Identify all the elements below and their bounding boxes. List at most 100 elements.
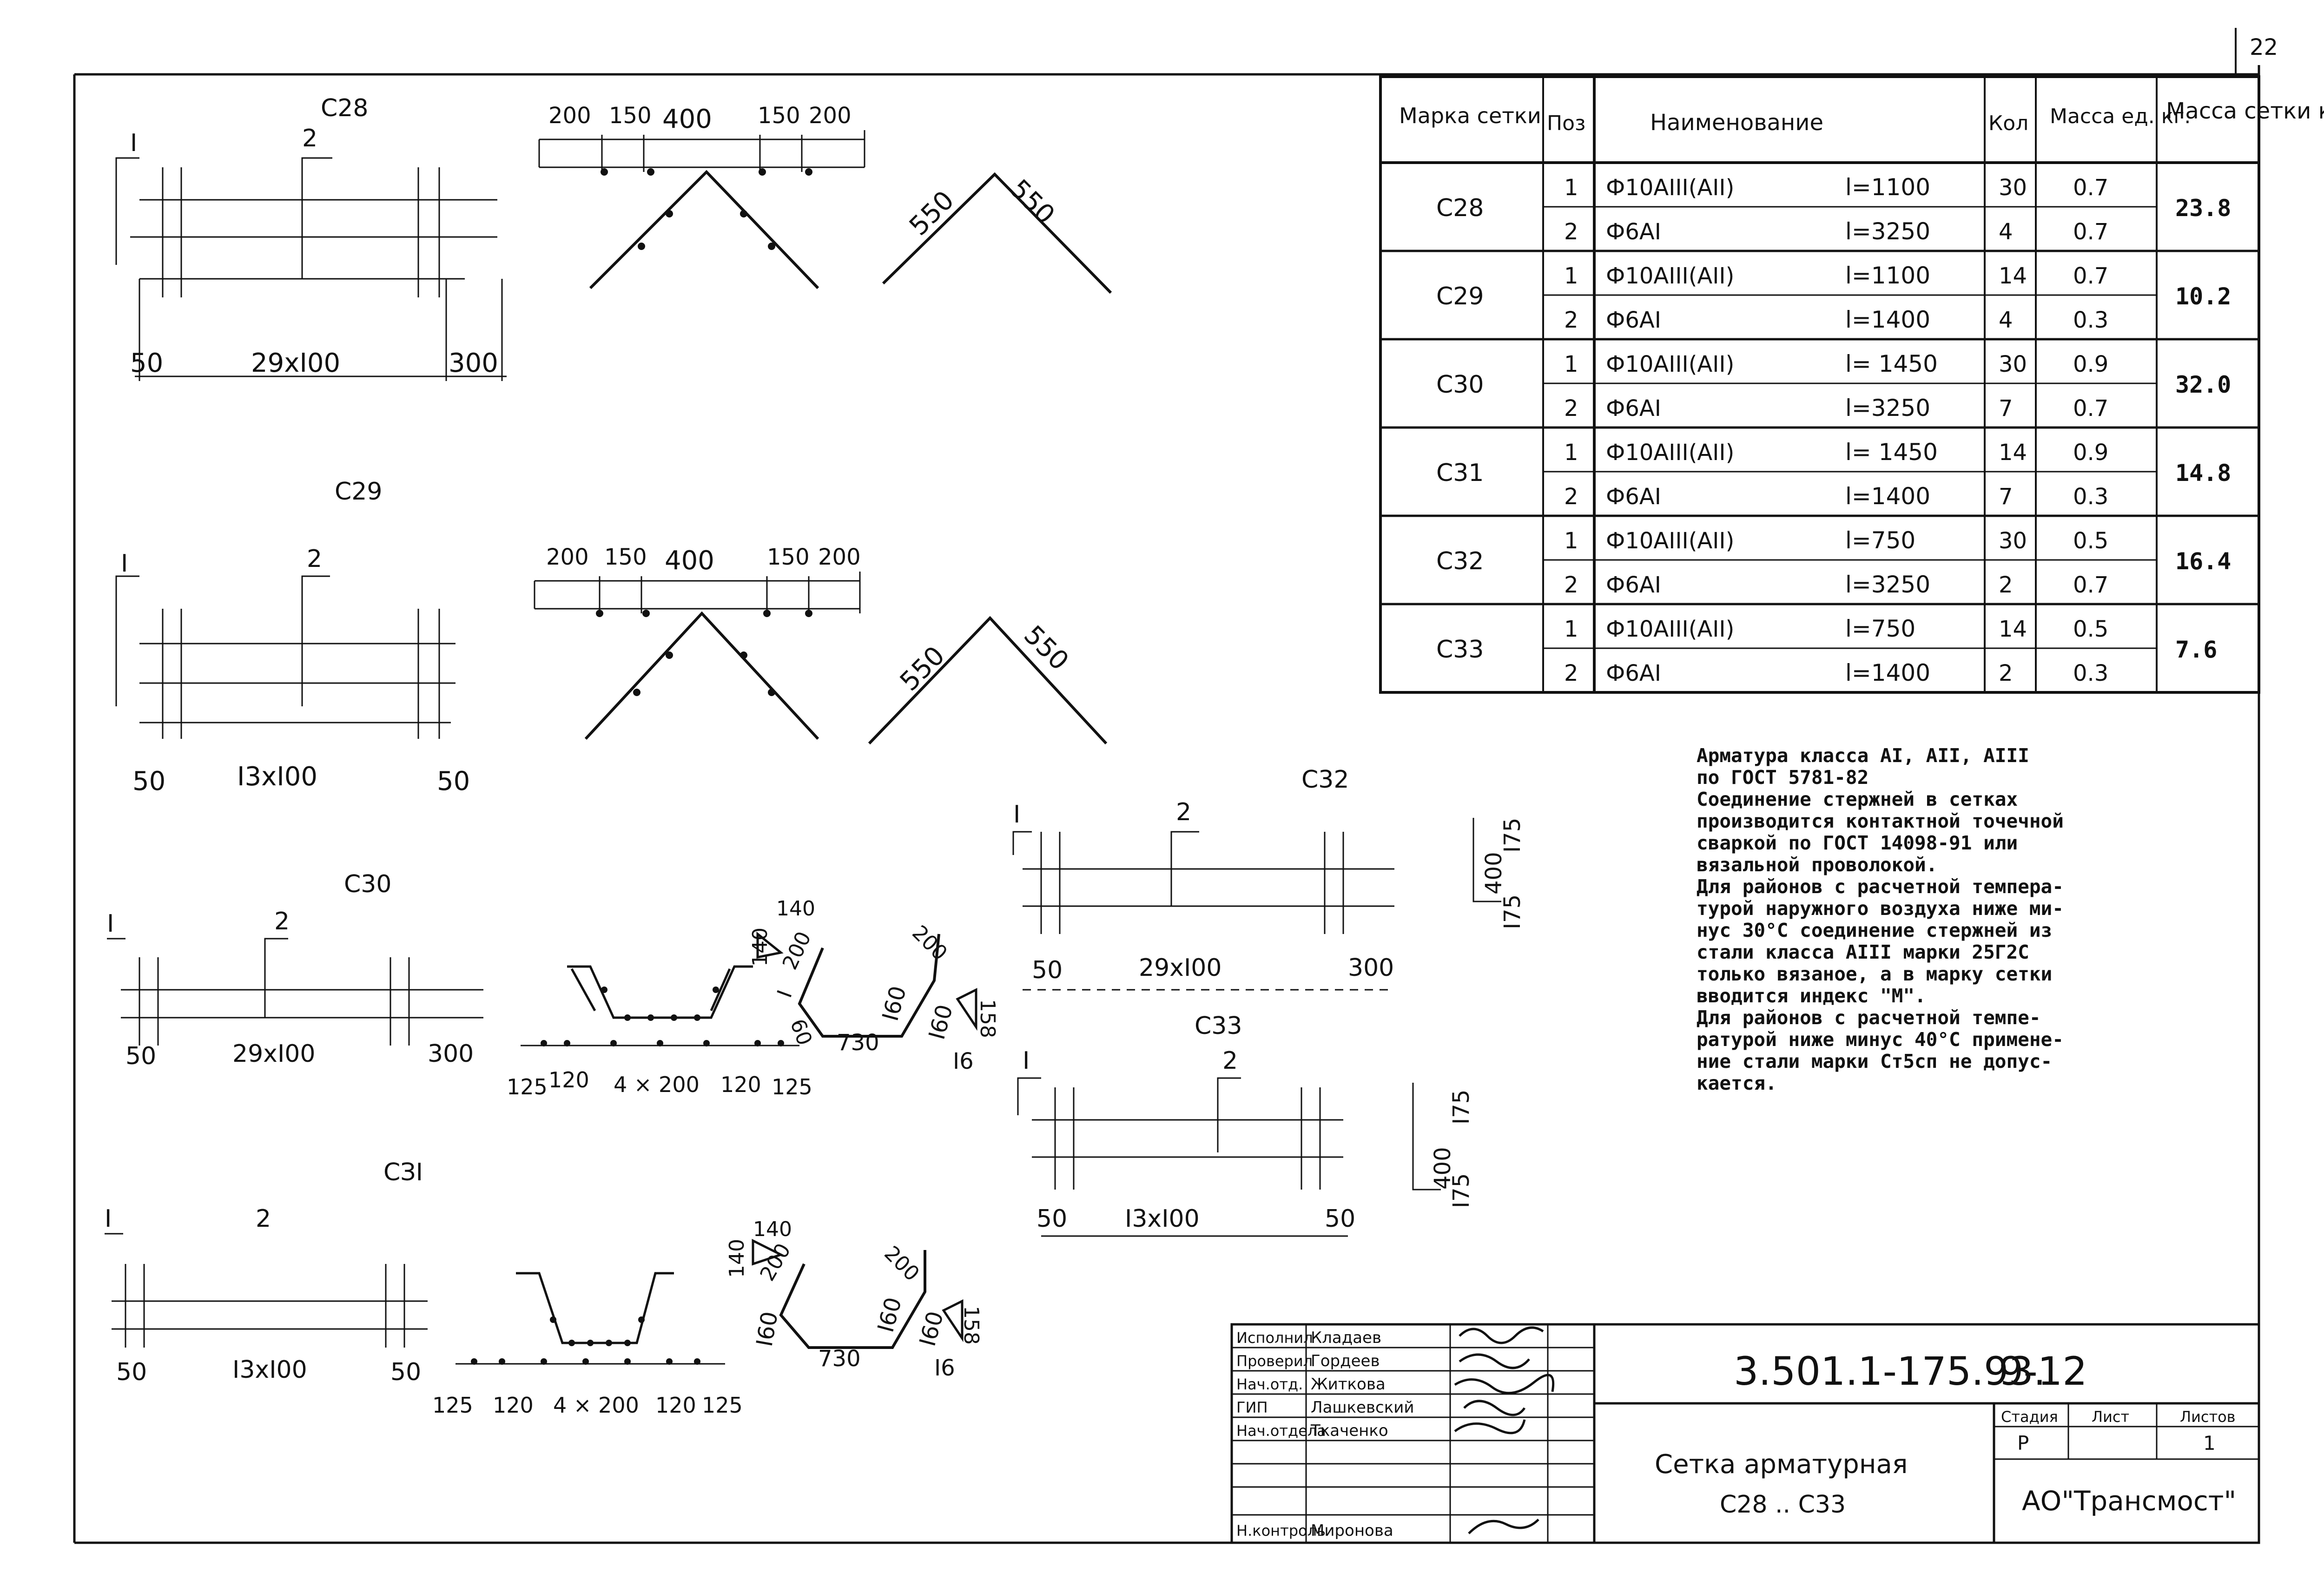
- c29-title: С29: [335, 478, 382, 506]
- svg-text:550: 550: [904, 185, 960, 242]
- mesh-c33: С33 I 2 50 I3хI00 50 400 I75 I75: [1017, 1012, 1474, 1237]
- c28-pos2: 2: [302, 125, 317, 152]
- length-cell: l=3250: [1845, 571, 1930, 598]
- svg-text:Лист: Лист: [2092, 1408, 2129, 1426]
- svg-text:2: 2: [1176, 798, 1191, 826]
- drawing-title: Сетка арматурная: [1655, 1449, 1908, 1480]
- name-cell: Ф10АIII(АII): [1606, 616, 1734, 642]
- svg-text:140: 140: [776, 897, 815, 921]
- svg-text:150: 150: [604, 544, 647, 570]
- table-header: Кол: [1988, 112, 2028, 135]
- qty-cell: 4: [1999, 219, 2013, 245]
- tb-name: Житкова: [1311, 1375, 1386, 1394]
- svg-text:158: 158: [959, 1306, 983, 1345]
- length-cell: l=3250: [1845, 395, 1930, 421]
- svg-text:50: 50: [1325, 1205, 1355, 1233]
- name-cell: Ф6АI: [1606, 395, 1661, 421]
- name-cell: Ф6АI: [1606, 307, 1661, 333]
- note-line: Для районов с расчетной темпе-: [1697, 1007, 2041, 1029]
- note-line: Для районов с расчетной темпера-: [1697, 875, 2064, 898]
- table-header: Наименование: [1650, 110, 1823, 136]
- unit-mass-cell: 0.3: [2073, 307, 2108, 333]
- pos-cell: 2: [1564, 572, 1578, 598]
- unit-mass-cell: 0.9: [2073, 351, 2108, 377]
- tb-role: Проверил: [1236, 1352, 1313, 1370]
- qty-cell: 7: [1999, 395, 2013, 421]
- svg-text:2: 2: [274, 908, 290, 935]
- sheet-range: 9-12: [1999, 1349, 2087, 1394]
- svg-text:2: 2: [256, 1205, 271, 1233]
- pos-cell: 2: [1564, 484, 1578, 510]
- mesh-mark: С33: [1436, 636, 1484, 664]
- svg-text:I75: I75: [1448, 1090, 1474, 1125]
- length-cell: l=750: [1845, 615, 1915, 642]
- mesh-mark: С30: [1436, 371, 1484, 399]
- svg-text:Р: Р: [2017, 1432, 2029, 1454]
- svg-text:550: 550: [1018, 620, 1075, 677]
- svg-text:140: 140: [748, 928, 772, 967]
- tb-role: ГИП: [1236, 1399, 1268, 1416]
- c28-title: С28: [321, 94, 368, 122]
- unit-mass-cell: 0.7: [2073, 219, 2108, 245]
- table-header: Поз: [1547, 112, 1585, 135]
- svg-text:I60: I60: [752, 1309, 783, 1349]
- svg-text:50: 50: [390, 1358, 421, 1386]
- svg-text:50: 50: [1032, 956, 1063, 984]
- svg-text:I75: I75: [1499, 895, 1525, 929]
- svg-text:400: 400: [665, 546, 714, 576]
- svg-text:2: 2: [1222, 1047, 1238, 1075]
- tb-role: Н.контроль: [1236, 1522, 1326, 1539]
- svg-text:Листов: Листов: [2180, 1408, 2236, 1426]
- note-line: сваркой по ГОСТ 14098-91 или: [1697, 832, 2018, 854]
- note-line: кается.: [1697, 1072, 1777, 1094]
- length-cell: l=750: [1845, 527, 1915, 554]
- mesh-c31: СЗI I 2 50 I3хI00 50 125 120 4 × 200 120…: [105, 1158, 983, 1418]
- svg-text:200: 200: [546, 544, 589, 570]
- svg-text:I: I: [105, 1205, 112, 1233]
- pos-cell: 1: [1564, 616, 1578, 642]
- signature: [1459, 1326, 1544, 1344]
- svg-text:150: 150: [609, 103, 652, 129]
- svg-text:I: I: [1023, 1047, 1030, 1075]
- svg-text:125: 125: [432, 1393, 473, 1418]
- mesh-c32: С32 I 2 50 29хI00 300 400 I75 I75: [1012, 766, 1525, 991]
- svg-text:200: 200: [809, 103, 852, 129]
- tb-name: Лашкевский: [1311, 1398, 1414, 1417]
- qty-cell: 2: [1999, 572, 2013, 598]
- qty-cell: 4: [1999, 307, 2013, 333]
- mesh-mass: 7.6: [2175, 636, 2217, 663]
- name-cell: Ф6АI: [1606, 572, 1661, 598]
- signature: [1459, 1353, 1530, 1369]
- svg-text:200: 200: [778, 928, 816, 974]
- svg-text:140: 140: [753, 1217, 792, 1241]
- svg-text:I75: I75: [1448, 1173, 1474, 1208]
- c30-title: С30: [344, 870, 391, 898]
- svg-text:125: 125: [507, 1074, 548, 1099]
- svg-text:200: 200: [818, 544, 861, 570]
- mesh-c30: С30 I 2 50 29хI00 300 125 120 4 × 200 12…: [107, 870, 999, 1099]
- pos-cell: 2: [1564, 660, 1578, 686]
- qty-cell: 30: [1999, 351, 2027, 377]
- pos-cell: 1: [1564, 528, 1578, 554]
- svg-text:158: 158: [976, 999, 999, 1038]
- length-cell: l=1400: [1845, 483, 1930, 510]
- svg-text:1: 1: [2203, 1432, 2216, 1454]
- note-line: по ГОСТ 5781-82: [1697, 766, 1868, 789]
- note-line: нус 30°С соединение стержней из: [1697, 919, 2052, 941]
- svg-text:I: I: [107, 910, 114, 938]
- svg-text:300: 300: [428, 1040, 474, 1068]
- qty-cell: 2: [1999, 660, 2013, 686]
- note-line: Соединение стержней в сетках: [1697, 788, 2018, 810]
- qty-cell: 14: [1999, 263, 2027, 289]
- tb-name: Кладаев: [1311, 1329, 1381, 1347]
- table-header: Масса сетки кг.: [2166, 98, 2324, 124]
- svg-text:400: 400: [662, 104, 712, 134]
- note-line: только вязаное, а в марку сетки: [1697, 963, 2052, 985]
- svg-text:200: 200: [548, 103, 591, 129]
- qty-cell: 14: [1999, 440, 2027, 466]
- qty-cell: 14: [1999, 616, 2027, 642]
- c32-title: С32: [1301, 766, 1349, 794]
- c28-dim-left: 50: [130, 348, 163, 378]
